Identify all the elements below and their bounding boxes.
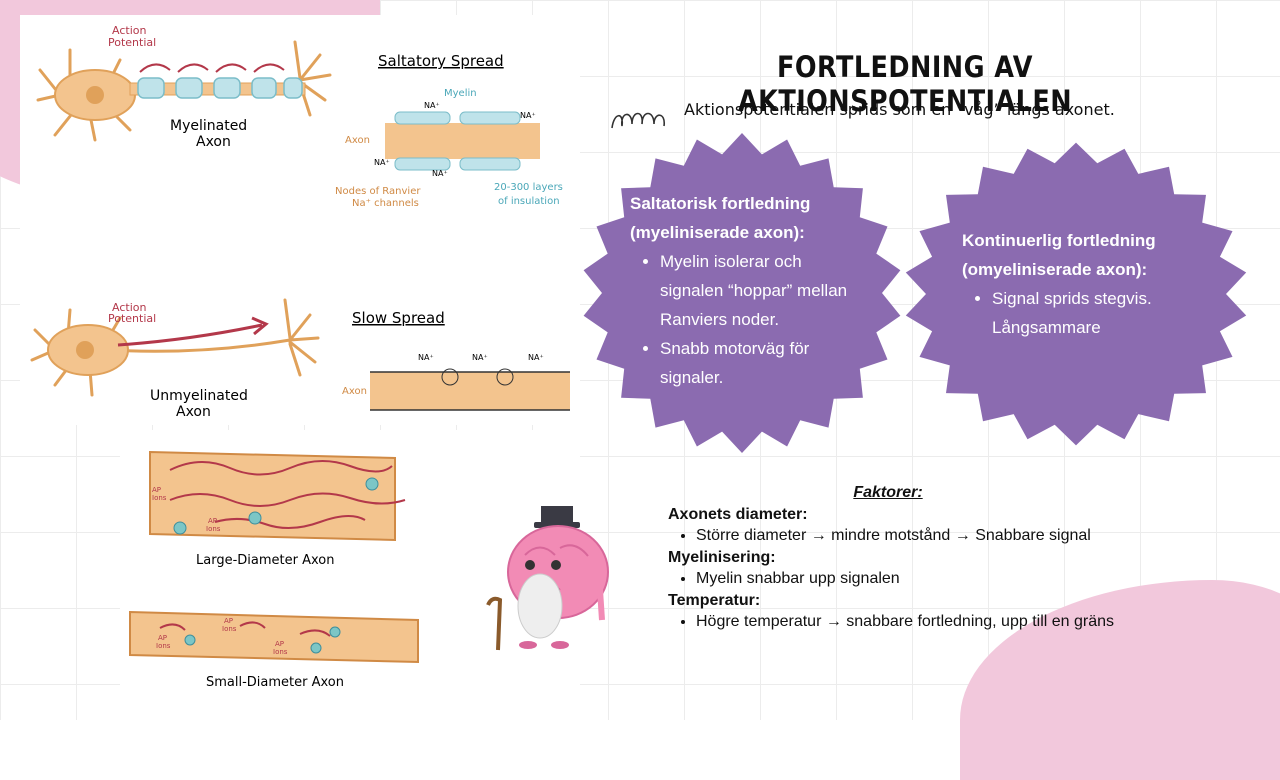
large-diameter-axon-label: Large-Diameter Axon [196, 553, 334, 568]
slow-spread-title: Slow Spread [352, 309, 445, 327]
saltatory-heading-2: (myeliniserade axon): [630, 223, 805, 242]
na-label-3: NA⁺ [374, 158, 390, 167]
action-potential-label-2: Potential [108, 36, 156, 49]
saltatory-bullet-2: Snabb motorväg för signaler. [660, 334, 850, 392]
nodes-of-ranvier-label-2: Na⁺ channels [352, 198, 419, 209]
saltatory-axon-body [385, 123, 540, 159]
swirl-icon [611, 112, 665, 129]
small-ap-label-3: AP [275, 640, 284, 648]
small-axon-body [129, 610, 419, 664]
saltatory-heading-1: Saltatorisk fortledning [630, 194, 811, 213]
na-label-5: NA⁺ [418, 353, 434, 362]
continuous-text: Kontinuerlig fortledning (omyeliniserade… [962, 226, 1192, 342]
page-subtitle: Aktionspotentialen sprids som en “våg” l… [684, 100, 1115, 119]
factors-title: Faktorer: [853, 484, 923, 501]
saltatory-spread-title: Saltatory Spread [378, 52, 504, 70]
continuous-heading-1: Kontinuerlig fortledning [962, 231, 1156, 250]
saltatory-axon-label: Axon [345, 135, 370, 146]
factor-item-diameter: Större diameter → mindre motstånd → Snab… [696, 525, 1228, 547]
factor-heading-diameter: Axonets diameter: [668, 506, 808, 523]
small-ions-label-3: Ions [273, 648, 288, 656]
small-ions-label-1: Ions [156, 642, 171, 650]
saltatory-text: Saltatorisk fortledning (myeliniserade a… [630, 189, 850, 392]
large-ions-label-1: Ions [152, 494, 167, 502]
na-label-4: NA⁺ [432, 169, 448, 178]
large-ions-label-2: Ions [206, 525, 221, 533]
small-ap-label-2: AP [224, 617, 233, 625]
slow-spread-arrow [117, 323, 263, 347]
saltatory-star-shape [583, 133, 901, 453]
factor-item-temperature: Högre temperatur → snabbare fortledning,… [696, 611, 1228, 633]
myelin-segments [137, 77, 303, 99]
saltatory-hop-arrows [139, 63, 285, 73]
unmyelinated-label-2: Axon [176, 404, 211, 420]
large-ap-label-1: AP [152, 486, 161, 494]
unmyelinated-label-1: Unmyelinated [150, 388, 248, 404]
na-label-6: NA⁺ [472, 353, 488, 362]
small-ions-label-2: Ions [222, 625, 237, 633]
layers-label-1: 20-300 layers [494, 182, 563, 193]
small-ap-label-1: AP [158, 634, 167, 642]
action-potential-label-4: Potential [108, 312, 156, 325]
unmyelinated-neuron [30, 298, 320, 397]
myelinated-label-2: Axon [196, 134, 231, 150]
factor-heading-temperature: Temperatur: [668, 592, 761, 609]
continuous-heading-2: (omyeliniserade axon): [962, 260, 1148, 279]
factor-heading-myelination: Myelinisering: [668, 549, 776, 566]
saltatory-bullet-1: Myelin isolerar och signalen “hoppar” me… [660, 247, 850, 334]
factors-section: Faktorer: Axonets diameter: Större diame… [668, 484, 1228, 635]
continuous-bullet-1: Signal sprids stegvis. Långsammare [992, 284, 1192, 342]
slow-axon-label: Axon [342, 386, 367, 397]
continuous-star-shape [905, 142, 1247, 446]
page-title: FORTLEDNING AV AKTIONSPOTENTIALEN [737, 50, 1073, 118]
myelinated-label-1: Myelinated [170, 118, 247, 134]
neuron-diagrams: Action Potential Myelinated Axon Saltato… [30, 24, 1247, 690]
nodes-of-ranvier-label-1: Nodes of Ranvier [335, 186, 421, 197]
na-label-1: NA⁺ [424, 101, 440, 110]
myelin-label: Myelin [444, 88, 477, 99]
na-label-2: NA⁺ [520, 111, 536, 120]
small-diameter-axon-label: Small-Diameter Axon [206, 675, 344, 690]
factor-item-myelination: Myelin snabbar upp signalen [696, 568, 1228, 590]
action-potential-label-1: Action [112, 24, 146, 37]
brain-mascot-icon [486, 506, 609, 651]
large-ap-label-2: AP [208, 517, 217, 525]
action-potential-label-3: Action [112, 301, 146, 314]
myelinated-neuron [36, 40, 332, 142]
na-label-7: NA⁺ [528, 353, 544, 362]
layers-label-2: of insulation [498, 196, 560, 207]
